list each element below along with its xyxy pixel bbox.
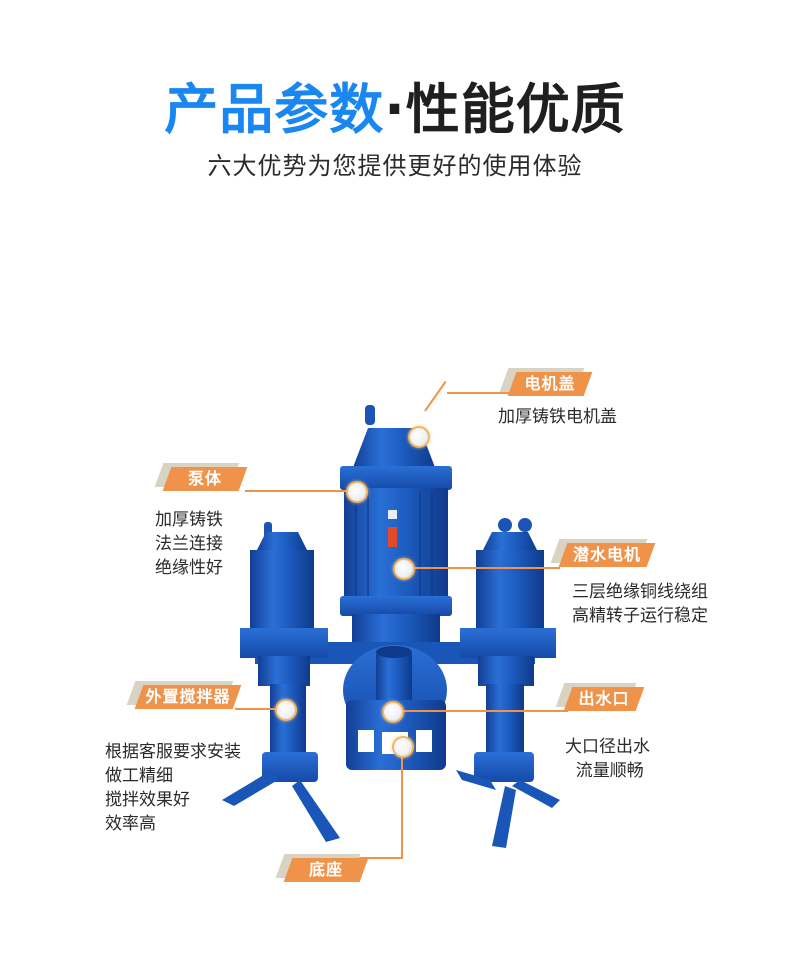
badge-submersible-motor: 潜水电机 <box>550 539 656 567</box>
marker-pump-body[interactable] <box>346 481 368 503</box>
badge-base: 底座 <box>275 854 369 882</box>
desc-submersible-motor: 三层绝缘铜线绕组 高精转子运行稳定 <box>572 582 708 626</box>
desc-outlet: 大口径出水 流量顺畅 <box>565 737 650 781</box>
badge-pump-body: 泵体 <box>154 463 248 491</box>
marker-base[interactable] <box>392 736 414 758</box>
page-subtitle: 六大优势为您提供更好的使用体验 <box>207 152 583 180</box>
connector-line-base-h <box>340 857 403 859</box>
badge-label: 外置搅拌器 <box>145 687 231 706</box>
connector-line-motor-cover <box>447 392 511 394</box>
badge-motor-cover: 电机盖 <box>499 368 593 396</box>
connector-line-agitator <box>235 708 285 710</box>
marker-motor-cover[interactable] <box>408 426 430 448</box>
badge-label: 潜水电机 <box>572 545 641 564</box>
title-highlight: 产品参数 <box>164 78 385 141</box>
desc-pump-body: 加厚铸铁 法兰连接 绝缘性好 <box>155 510 223 578</box>
connector-line-pump-body <box>245 490 355 492</box>
marker-agitator[interactable] <box>275 699 297 721</box>
marker-outlet[interactable] <box>382 701 404 723</box>
connector-line-outlet <box>392 710 568 712</box>
connector-line-base-v <box>401 748 403 858</box>
badge-label: 泵体 <box>187 469 222 488</box>
badge-label: 出水口 <box>578 689 630 708</box>
marker-submersible-motor[interactable] <box>393 558 415 580</box>
desc-motor-cover: 加厚铸铁电机盖 <box>498 407 617 427</box>
badge-outlet: 出水口 <box>555 683 645 711</box>
badge-label: 底座 <box>308 860 343 879</box>
badge-label: 电机盖 <box>524 374 576 393</box>
connector-line-submersible-motor <box>405 567 560 569</box>
page-title: 产品参数·性能优质 <box>0 78 790 142</box>
badge-agitator: 外置搅拌器 <box>126 681 242 709</box>
title-separator: · <box>384 78 406 141</box>
title-main: 性能优质 <box>405 78 626 141</box>
desc-agitator: 根据客服要求安装 做工精细 搅拌效果好 效率高 <box>105 742 241 834</box>
